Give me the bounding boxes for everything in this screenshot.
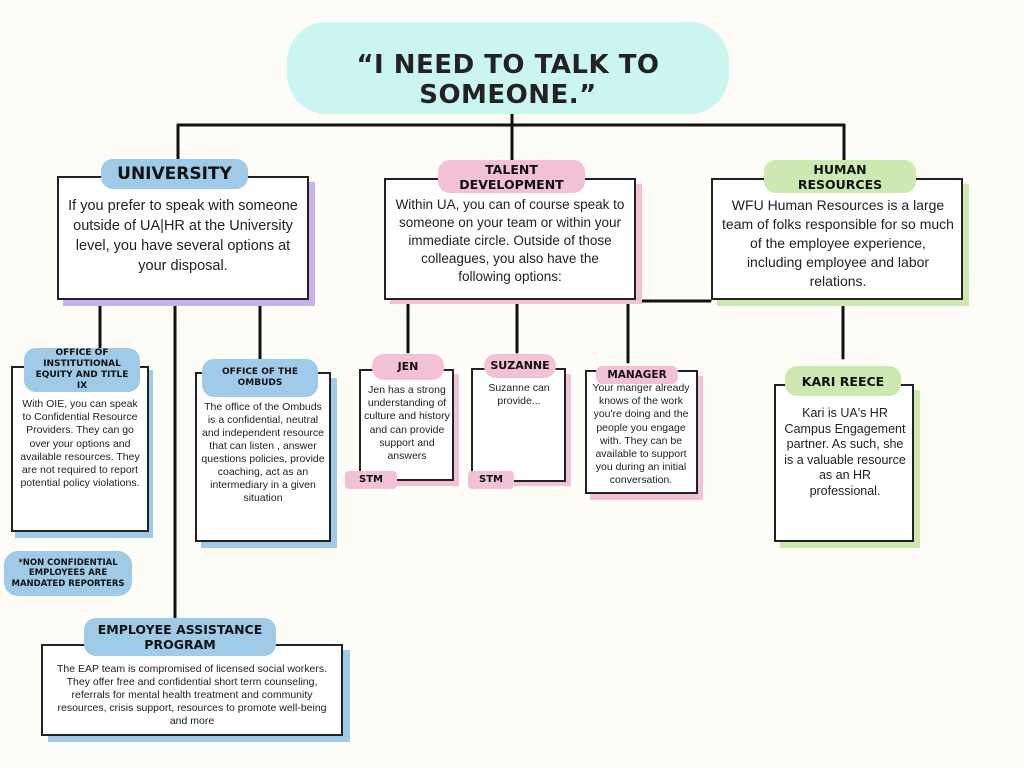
kari-text: Kari is UA's HR Campus Engagement partne…: [784, 406, 906, 498]
suzanne-text: Suzanne can provide...: [488, 382, 550, 408]
suzanne-label: SUZANNE: [484, 354, 556, 378]
oie-label: OFFICE OF INSTITUTIONAL EQUITY AND TITLE…: [24, 348, 140, 392]
manager-label: MANAGER: [596, 366, 678, 384]
kari-label: KARI REECE: [785, 366, 901, 396]
talent-text: Within UA, you can of course speak to so…: [395, 197, 625, 284]
eap-card: [41, 644, 343, 736]
jen-label: JEN: [372, 354, 444, 380]
ombuds-label: OFFICE OF THE OMBUDS: [202, 359, 318, 397]
eap-text: The EAP team is compromised of licensed …: [57, 663, 327, 727]
talent-card: [384, 178, 636, 300]
eap-label: EMPLOYEE ASSISTANCE PROGRAM: [84, 618, 276, 656]
kari-card: [774, 384, 914, 542]
university-label: UNIVERSITY: [101, 159, 248, 189]
jen-stm-tag: STM: [345, 471, 397, 489]
jen-card: [359, 369, 454, 481]
mandated-reporters-note: *NON CONFIDENTIAL EMPLOYEES ARE MANDATED…: [4, 551, 132, 596]
manager-card: [585, 370, 698, 494]
title-background: [287, 22, 729, 114]
suzanne-card: [471, 368, 566, 482]
hr-text: WFU Human Resources is a large team of f…: [722, 197, 954, 289]
page-title: “I NEED TO TALK TO SOMEONE.”: [356, 50, 660, 110]
oie-text: With OIE, you can speak to Confidential …: [20, 398, 140, 490]
suzanne-stm-tag: STM: [468, 471, 514, 489]
university-text: If you prefer to speak with someone outs…: [68, 198, 298, 274]
hr-card: [711, 178, 963, 300]
university-card: [57, 176, 309, 300]
ombuds-card: [195, 372, 331, 542]
hr-label: HUMAN RESOURCES: [764, 160, 916, 193]
ombuds-text: The office of the Ombuds is a confidenti…: [201, 401, 325, 504]
jen-text: Jen has a strong understanding of cultur…: [364, 384, 450, 463]
manager-text: Your manger already knows of the work yo…: [592, 382, 690, 487]
talent-label: TALENT DEVELOPMENT: [438, 160, 585, 193]
oie-card: [11, 366, 149, 532]
